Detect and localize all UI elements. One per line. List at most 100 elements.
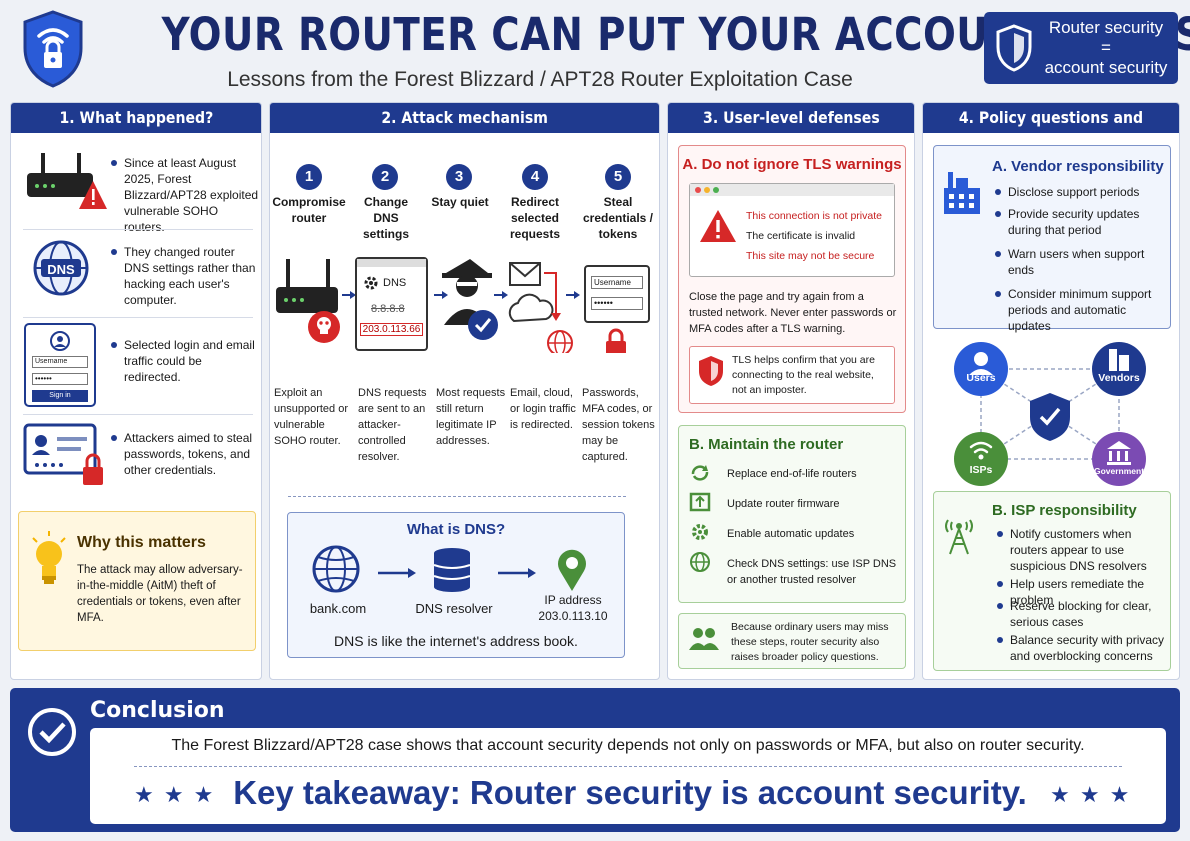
conclusion-banner: Conclusion The Forest Blizzard/APT28 cas… xyxy=(10,688,1180,832)
vendor-item: Consider minimum support periods and aut… xyxy=(995,286,1168,334)
policy-footnote: Because ordinary users may miss these st… xyxy=(731,621,889,663)
list-item: They changed router DNS settings rather … xyxy=(111,244,260,308)
why-matters-text: The attack may allow adversary-in-the-mi… xyxy=(77,564,243,624)
tls-section-title: A. Do not ignore TLS warnings xyxy=(682,156,902,173)
whatis-site: bank.com xyxy=(309,601,367,616)
maintain-item: Check DNS settings: use ISP DNS or anoth… xyxy=(727,558,897,586)
step-description: Exploit an unsupported or vulnerable SOH… xyxy=(274,387,348,447)
cred-username: Username xyxy=(591,276,643,289)
node-government: Government xyxy=(1093,466,1145,476)
stakeholder-diagram xyxy=(954,342,1146,486)
dns-window-label: DNS xyxy=(383,277,407,289)
vendor-item: Warn users when support ends xyxy=(995,246,1168,278)
list-item: Attackers aimed to steal passwords, toke… xyxy=(111,430,260,478)
step-label: Steal credentials / tokens xyxy=(582,195,654,241)
whatis-resolver: DNS resolver xyxy=(415,601,493,616)
vendor-item: Provide security updates during that per… xyxy=(995,206,1168,238)
whatis-ip-label: IP address xyxy=(544,593,602,607)
isp-item: Reserve blocking for clear, serious case… xyxy=(997,598,1170,630)
vendor-title: A. Vendor responsibility xyxy=(992,158,1164,175)
shield-wifi-lock-icon xyxy=(23,10,83,88)
login-username: Username xyxy=(32,356,88,368)
cred-password: •••••• xyxy=(591,297,643,310)
step-description: DNS requests are sent to an attacker-con… xyxy=(358,387,427,463)
dns-globe-icon xyxy=(33,240,89,296)
badge-line3: account security xyxy=(1044,58,1168,77)
attack-flow-illustration xyxy=(276,259,626,353)
shield-icon xyxy=(699,356,723,386)
section-attack-mechanism: 2. Attack mechanism 1 2 3 4 5 Compromise… xyxy=(269,102,660,680)
conclusion-card: The Forest Blizzard/APT28 case shows tha… xyxy=(90,728,1166,824)
factory-icon xyxy=(944,172,980,214)
isp-title: B. ISP responsibility xyxy=(992,502,1137,519)
section1-heading: 1. What happened? xyxy=(11,103,261,133)
conclusion-title: Conclusion xyxy=(90,698,225,723)
tls-warning-box: A. Do not ignore TLS warnings This conne… xyxy=(678,145,906,413)
isp-responsibility-box: B. ISP responsibility Notify customers w… xyxy=(933,491,1171,671)
dns-settings-window: DNS 8.8.8.8 203.0.113.66 xyxy=(355,257,428,351)
check-circle-icon xyxy=(28,708,76,756)
page-title: YOUR ROUTER CAN PUT YOUR ACCOUNT AT RISK xyxy=(161,8,1190,61)
badge-line1: Router security xyxy=(1048,18,1164,37)
credential-card-lock-icon xyxy=(23,423,103,485)
section3-heading: 3. User-level defenses xyxy=(668,103,914,133)
conclusion-text: The Forest Blizzard/APT28 case shows tha… xyxy=(171,737,1085,754)
section4-heading: 4. Policy questions and suggestions xyxy=(923,103,1179,157)
section-what-happened: 1. What happened? Since at least August … xyxy=(10,102,262,680)
isp-item: Help users remediate the problem xyxy=(997,576,1170,608)
vendor-responsibility-box: A. Vendor responsibility Disclose suppor… xyxy=(933,145,1171,333)
step-label: Change DNS settings xyxy=(362,195,409,241)
step-label: Stay quiet xyxy=(431,195,489,209)
warning-triangle-icon xyxy=(700,210,736,242)
whatis-caption: DNS is like the internet's address book. xyxy=(334,633,578,649)
stars-left: ★ ★ ★ xyxy=(134,782,216,807)
node-vendors: Vendors xyxy=(1098,372,1140,384)
step-number: 3 xyxy=(446,164,472,190)
node-users: Users xyxy=(966,372,996,384)
tls-note-text: TLS helps confirm that you are connectin… xyxy=(732,354,875,396)
node-isps: ISPs xyxy=(969,464,993,476)
shield-icon xyxy=(996,24,1032,72)
step-label: Compromise router xyxy=(272,195,346,225)
isp-item: Notify customers when routers appear to … xyxy=(997,526,1170,574)
key-takeaway: Key takeaway: Router security is account… xyxy=(233,774,1027,811)
warning-line3: This site may not be secure xyxy=(746,250,875,262)
users-group-icon xyxy=(689,628,719,650)
policy-footnote-box: Because ordinary users may miss these st… xyxy=(678,613,906,669)
maintain-item: Enable automatic updates xyxy=(727,528,855,540)
header-badge: Router security = account security xyxy=(984,12,1178,84)
dns-old-value: 8.8.8.8 xyxy=(371,303,405,315)
dns-icon-label: DNS xyxy=(47,262,75,277)
login-form-icon: Username •••••• Sign in xyxy=(24,323,96,407)
badge-line2: = xyxy=(1101,38,1111,57)
step-description: Passwords, MFA codes, or session tokens … xyxy=(582,387,655,463)
tls-advice: Close the page and try again from a trus… xyxy=(689,291,897,335)
router-warning-icon xyxy=(27,153,107,209)
step-label: Redirect selected requests xyxy=(509,195,561,241)
step-description: Most requests still return legitimate IP… xyxy=(436,387,506,447)
user-icon xyxy=(50,331,70,351)
credential-form-icon: Username •••••• xyxy=(584,265,650,323)
why-matters-box: Why this matters The attack may allow ad… xyxy=(18,511,256,651)
maintain-router-title: B. Maintain the router xyxy=(689,436,844,453)
warning-line1: This connection is not private xyxy=(746,210,882,222)
step-number: 5 xyxy=(605,164,631,190)
step-description: Email, cloud, or login traffic is redire… xyxy=(510,387,576,431)
lightbulb-icon xyxy=(32,531,66,584)
step-number: 1 xyxy=(296,164,322,190)
step-number: 2 xyxy=(372,164,398,190)
browser-warning-window: This connection is not private The certi… xyxy=(689,183,895,277)
maintain-item: Replace end-of-life routers xyxy=(727,468,857,480)
dns-flow-diagram xyxy=(312,545,586,593)
whatis-ip: 203.0.113.10 xyxy=(538,609,608,623)
gear-icon xyxy=(364,276,378,290)
antenna-tower-icon xyxy=(945,519,973,555)
maintain-item: Update router firmware xyxy=(727,498,840,510)
whatis-title: What is DNS? xyxy=(406,521,506,538)
vendor-item: Disclose support periods xyxy=(995,184,1168,200)
login-password: •••••• xyxy=(32,373,88,385)
section-user-defenses: 3. User-level defenses A. Do not ignore … xyxy=(667,102,915,680)
isp-item: Balance security with privacy and overbl… xyxy=(997,632,1170,664)
maintain-router-box: B. Maintain the router Replace end-of-li… xyxy=(678,425,906,603)
page-subtitle: Lessons from the Forest Blizzard / APT28… xyxy=(227,68,853,91)
